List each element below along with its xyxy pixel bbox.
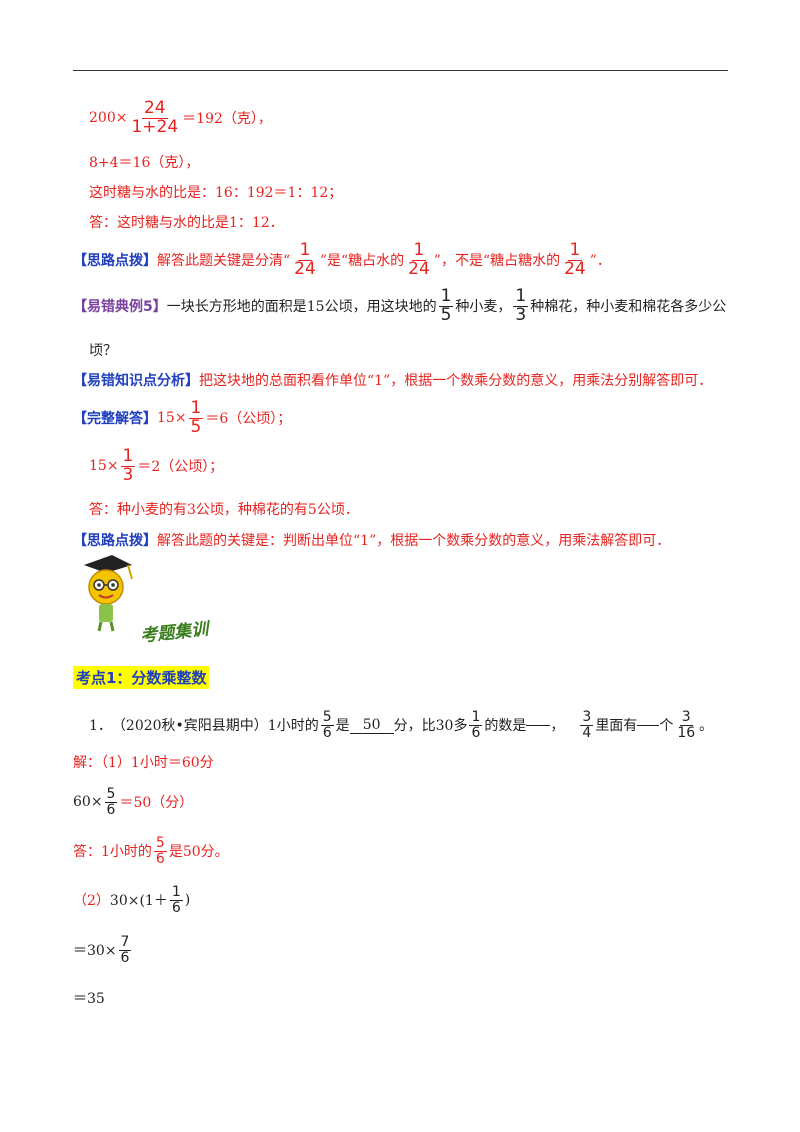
question-text-h: 。 (699, 718, 714, 735)
tip1-text-c: ”，不是“糖占糖水的 (433, 253, 561, 270)
tip-tag: 【思路点拨】 (73, 533, 157, 549)
question-text-a: （2020秋•宾阳县期中）1小时的 (111, 718, 319, 735)
question-text-c: 分，比30多 (393, 718, 468, 735)
solution-answer: 答：种小麦的有3公顷，种棉花的有5公顷． (89, 502, 359, 518)
example5-text-c: 种棉花，种小麦和棉花各多少公 (530, 299, 727, 316)
tip1-text-b: ”是“糖占水的 (319, 253, 405, 270)
solution-l1-prefix: 15× (157, 410, 187, 427)
tip-tag: 【思路点拨】 (73, 253, 157, 270)
example5-text-b: 种小麦， (455, 299, 512, 316)
solution-l2-suffix: ＝2（公顷）； (137, 459, 224, 476)
q1-l3-suffix: 是50分。 (168, 844, 229, 861)
question-text-f: 里面有 (595, 718, 638, 735)
q1-l2-suffix: ＝50（分） (119, 795, 194, 812)
answer-blank[interactable]: 50 (349, 717, 394, 734)
q1-l4-expr-a: 30×(1＋ (109, 893, 168, 910)
section-heading: 考点1：分数乘整数 (73, 666, 210, 689)
answer-blank[interactable] (637, 724, 660, 726)
example-answer: 答：这时糖与水的比是1：12． (89, 215, 284, 231)
calc1-prefix: 200× (89, 110, 128, 127)
analysis-text: 把这块地的总面积看作单位“1”，根据一个数乘分数的意义，用乘法分别解答即可． (199, 373, 713, 389)
analysis: 【易错知识点分析】 把这块地的总面积看作单位“1”，根据一个数乘分数的意义，用乘… (73, 370, 712, 390)
example5-text-a: 一块长方形地的面积是15公顷，用这块地的 (166, 299, 437, 316)
q1-solution-line-1: 解：（1）1小时＝60分 (73, 755, 214, 771)
answer-blank[interactable] (526, 724, 551, 726)
q1-l4-expr-b: ) (184, 892, 191, 909)
mascot-graduate-icon (84, 555, 133, 632)
question-text-g: 个 (659, 718, 674, 735)
tip2-text: 解答此题的关键是：判断出单位“1”，根据一个数乘分数的意义，用乘法解答即可． (157, 533, 671, 549)
solution-l1-suffix: ＝6（公顷）； (205, 411, 292, 428)
q1-l4-label: （2） (73, 893, 110, 910)
question-text-b: 是 (335, 718, 350, 735)
question-number: 1． (89, 718, 112, 735)
q1-l3-prefix: 答：1小时的 (73, 844, 152, 861)
calc1-suffix: ＝192（克）， (182, 111, 272, 128)
q1-l5-prefix: ＝30× (73, 943, 117, 960)
analysis-tag: 【易错知识点分析】 (73, 373, 199, 389)
header-rule (73, 70, 728, 71)
solution-l2-prefix: 15× (89, 458, 119, 475)
ratio-line: 这时糖与水的比是：16：192＝1：12； (89, 185, 343, 201)
calc-line-2: 8+4＝16（克）， (89, 155, 200, 171)
solution-tag: 【完整解答】 (73, 411, 157, 428)
question-text-d: 的数是 (484, 718, 527, 735)
q1-l2-prefix: 60× (73, 794, 103, 811)
tip1-text-d: ”． (589, 253, 611, 270)
q1-solution-line-6: ＝35 (73, 991, 105, 1007)
example-tag: 【易错典例5】 (73, 299, 167, 316)
tip-2: 【思路点拨】 解答此题的关键是：判断出单位“1”，根据一个数乘分数的意义，用乘法… (73, 530, 670, 550)
question-text-e: ， (550, 718, 565, 735)
tip1-text-a: 解答此题关键是分清“ (157, 253, 291, 270)
example5-wrap: 顷？ (89, 343, 117, 359)
